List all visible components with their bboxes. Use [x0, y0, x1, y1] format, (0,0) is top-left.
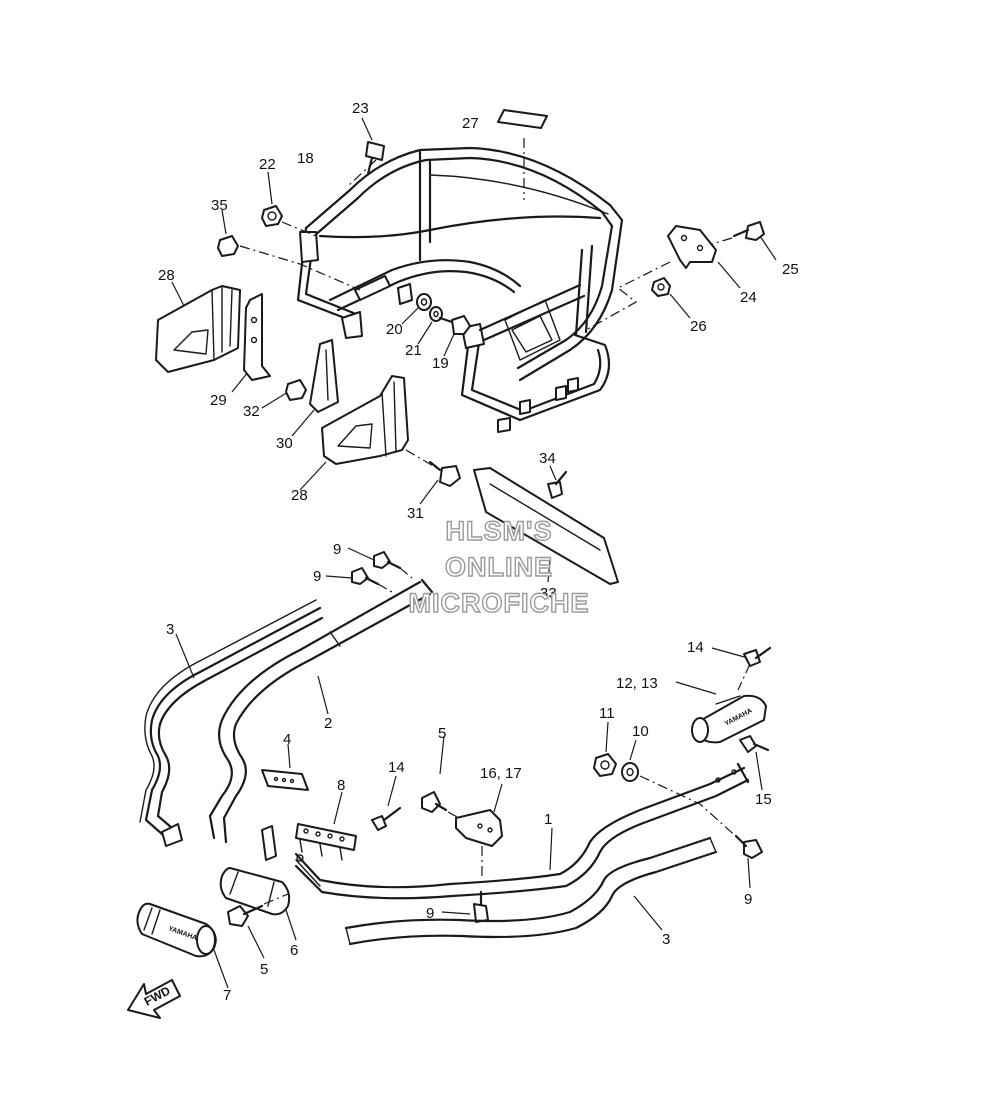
callout-23: 23 [352, 100, 369, 117]
part-28-bracket-lower [299, 375, 441, 491]
part-1-main-tube [294, 762, 750, 900]
part-16-17-clamp-block [455, 783, 503, 876]
part-34-bolt [547, 465, 568, 499]
callout-5-upper: 5 [438, 725, 446, 742]
part-20-washer [401, 293, 432, 325]
part-3-rubber-right [344, 836, 718, 946]
callout-6: 6 [290, 942, 298, 959]
callout-3-right: 3 [662, 931, 670, 948]
part-18-rack-basket [296, 146, 624, 433]
callout-5-lower: 5 [260, 961, 268, 978]
part-27-label-sticker [497, 109, 548, 200]
callout-11: 11 [599, 705, 615, 722]
callout-20: 20 [386, 321, 403, 338]
callout-35: 35 [211, 197, 228, 214]
callout-2: 2 [324, 715, 332, 732]
callout-31: 31 [407, 505, 424, 522]
callout-25: 25 [782, 261, 799, 278]
callout-19: 19 [432, 355, 449, 372]
callout-8: 8 [337, 777, 345, 794]
watermark-line-1: HLSM'S [446, 516, 553, 546]
callout-24: 24 [740, 289, 757, 306]
callout-9-lower: 9 [426, 905, 434, 922]
part-30-stay [291, 339, 339, 437]
fwd-arrow-icon: FWD [127, 979, 181, 1019]
callout-9-right: 9 [744, 891, 752, 908]
watermark: HLSM'S ONLINE MICROFICHE [408, 515, 590, 618]
part-24-bracket [585, 225, 741, 331]
callout-28-lower: 28 [291, 487, 308, 504]
callout-4: 4 [283, 731, 291, 748]
part-33-panel [473, 467, 619, 585]
part-26-nut [651, 277, 691, 319]
part-9-bolt-right [734, 834, 763, 889]
part-23-bolt [347, 117, 385, 187]
callout-21: 21 [405, 342, 422, 359]
callout-16-17: 16, 17 [480, 765, 522, 782]
part-8-clamp [295, 791, 357, 861]
part-12-13-end-cap: YAMAHA [675, 681, 767, 744]
part-9-bolt-upper-a [347, 547, 413, 579]
part-7-grip: YAMAHA [136, 902, 229, 989]
callout-26: 26 [690, 318, 707, 335]
callout-27: 27 [462, 115, 479, 132]
callout-1: 1 [544, 811, 552, 828]
part-22-nut [261, 171, 317, 237]
watermark-line-3: MICROFICHE [409, 588, 590, 618]
part-14-rivet-left [371, 775, 402, 831]
callout-30: 30 [276, 435, 293, 452]
part-28-bracket-upper [155, 281, 241, 373]
callout-9-b: 9 [313, 568, 321, 585]
part-25-bolt [711, 221, 777, 261]
callout-12-13: 12, 13 [616, 675, 658, 692]
part-5-bolt-upper [421, 735, 471, 825]
callout-29: 29 [210, 392, 227, 409]
part-29-plate [231, 293, 271, 393]
part-5-bolt-lower [227, 893, 289, 959]
callout-9-a: 9 [333, 541, 341, 558]
callout-10: 10 [632, 723, 649, 740]
part-15-rivet [739, 735, 770, 791]
part-14-rivet-right [711, 646, 772, 691]
part-19-bolt [438, 315, 471, 357]
watermark-line-2: ONLINE [445, 552, 553, 582]
callout-28-upper: 28 [158, 267, 175, 284]
callout-14-left: 14 [388, 759, 405, 776]
callout-34: 34 [539, 450, 556, 467]
callout-7: 7 [223, 987, 231, 1004]
part-9-bolt-upper-b [325, 567, 393, 593]
callout-22: 22 [259, 156, 276, 173]
part-4-spacer [261, 743, 309, 791]
callout-3-left: 3 [166, 621, 174, 638]
callout-15: 15 [755, 791, 772, 808]
callout-18: 18 [297, 150, 314, 167]
callout-32: 32 [243, 403, 260, 420]
part-21-washer [417, 306, 443, 345]
part-10-washer [621, 739, 741, 841]
part-6-grip-inner [219, 867, 297, 941]
part-11-nut [593, 721, 617, 777]
part-3-rubber-left [139, 599, 324, 847]
part-32-collar [261, 379, 307, 409]
part-35-collar [217, 209, 361, 291]
callout-labels: 23 27 18 22 35 25 28 24 20 26 21 19 29 3… [158, 100, 799, 1004]
part-2-tube [208, 578, 434, 861]
callout-33: 33 [540, 585, 557, 602]
part-31-bolt [419, 460, 461, 505]
callout-14-right: 14 [687, 639, 704, 656]
